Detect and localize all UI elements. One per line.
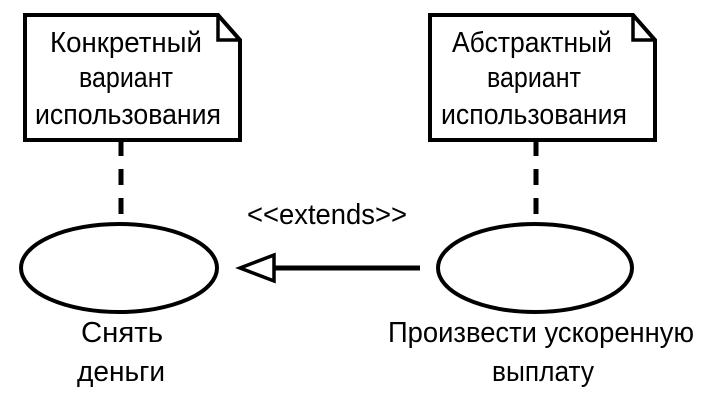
note-concrete-line-2: вариант <box>79 62 173 94</box>
note-abstract-line-2: вариант <box>487 62 581 94</box>
note-concrete-folded-corner <box>216 15 240 42</box>
note-abstract-shape <box>428 13 657 142</box>
extends-relationship: <<extends>> <box>235 199 420 284</box>
note-abstract-folded-corner <box>631 15 655 42</box>
note-abstract-line-1: Абстрактный <box>452 27 612 59</box>
note-concrete-use-case: Конкретный вариант использования <box>23 13 242 142</box>
use-case-expedite-ellipse <box>436 222 634 314</box>
use-case-withdraw-label-line-1: Снять <box>81 317 163 349</box>
note-concrete-line-3: использования <box>35 99 221 131</box>
use-case-withdraw-label-line-2: деньги <box>77 356 165 388</box>
note-concrete-line-1: Конкретный <box>50 27 202 59</box>
note-concrete-shape <box>23 13 242 142</box>
note-abstract-line-3: использования <box>441 99 627 131</box>
use-case-expedite-label-line-1: Произвести ускоренную <box>388 317 694 349</box>
use-case-withdraw-ellipse <box>19 222 219 314</box>
note-abstract-use-case: Абстрактный вариант использования <box>428 13 657 142</box>
use-case-expedite-label-line-2: выплату <box>492 356 594 388</box>
extends-label: <<extends>> <box>247 199 407 231</box>
extends-arrow-head <box>235 252 276 284</box>
